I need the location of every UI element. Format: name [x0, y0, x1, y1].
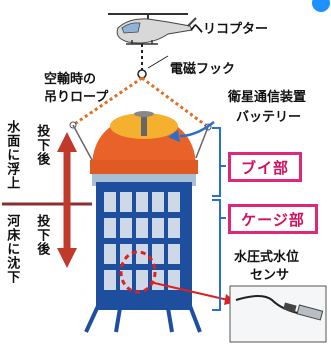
buoy-illustration [90, 111, 198, 186]
satellite-pointer [179, 121, 215, 138]
buoy-part-box: ブイ部 [228, 152, 302, 182]
cage-bracket [212, 199, 221, 311]
rope-label-line1: 空輸時の [44, 72, 97, 87]
rope-right [141, 76, 209, 129]
sensor-pointer [149, 281, 229, 301]
satellite-pointer-arrowhead [168, 130, 180, 142]
sensor-location-marker [119, 250, 157, 294]
hook-pointer [147, 55, 169, 69]
down-arrow-icon [57, 248, 77, 268]
sensor-photo [229, 285, 327, 343]
after-drop-lower-label: 投下後 [34, 214, 50, 256]
magnetic-hook-label: 電磁フック [170, 62, 236, 77]
rope-label-line2: 吊りロープ [44, 90, 109, 105]
satellite-label-line1: 衛星通信装置 [228, 90, 307, 105]
sensor-label-line1: 水圧式水位 [234, 250, 300, 265]
after-drop-upper-label: 投下後 [34, 124, 50, 166]
cage-illustration [84, 182, 202, 333]
blue-dot-icon [312, 0, 330, 12]
satellite-label-line2: バッテリー [236, 110, 302, 125]
frame-bar-left [72, 124, 93, 161]
cage-part-box: ケージ部 [228, 204, 318, 234]
rope-left [72, 76, 143, 127]
up-arrow-icon [57, 132, 77, 152]
buoy-bracket [212, 127, 221, 197]
helicopter-illustration [108, 13, 197, 45]
frame-bar-right [195, 126, 209, 159]
sink-down-label: 河床に沈下 [4, 214, 20, 284]
magnetic-hook-icon [137, 69, 147, 79]
helicopter-label: ヘリコプター [190, 22, 269, 37]
sensor-label-line2: センサ [250, 268, 290, 283]
float-up-label: 水面に浮上 [4, 120, 20, 190]
